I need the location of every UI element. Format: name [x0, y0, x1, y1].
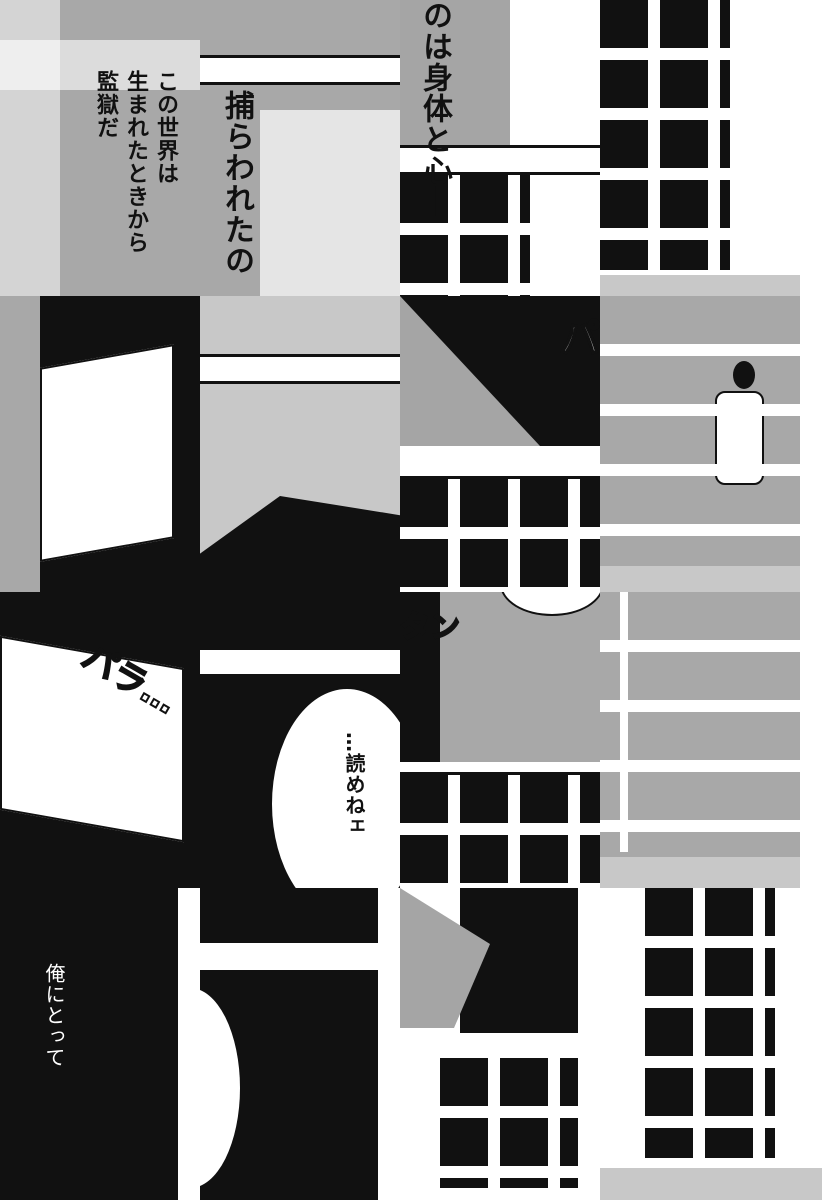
panel-tile-bars [600, 0, 800, 296]
caption-captured: 捕らわれたの [219, 90, 254, 276]
panel-tile-sfx-pa: パ [400, 296, 600, 592]
panel-tile-dark-bubble [200, 888, 378, 1200]
sfx-tan: タン [400, 609, 461, 646]
panel-tile-book-1 [0, 296, 200, 592]
caption-line: 生まれたときから [123, 70, 148, 254]
sfx-pa: パ [559, 315, 600, 363]
panel-tile-caption-world: この世界は 生まれたときから 監獄だ [0, 0, 200, 296]
speech-cant-read: …読めねェ [342, 732, 366, 837]
caption-for-me: 俺にとって [42, 963, 66, 1068]
caption-line: この世界は [153, 70, 178, 185]
panel-tile-for-me: 俺にとって [0, 888, 178, 1200]
caption-line: 監獄だ [93, 70, 118, 139]
panel-tile-cell-door [600, 592, 800, 888]
panel-tile-book-2: パラ… [0, 592, 200, 888]
panel-tile-sfx-tan: タン [400, 592, 600, 888]
panel-tile-face [200, 296, 400, 592]
panel-tile-captured: 捕らわれたの [200, 0, 400, 296]
panel-tile-body-and-heart: のは身体と心― [400, 0, 600, 296]
panel-tile-window [400, 888, 578, 1200]
panel-tile-speech: …読めねェ [200, 592, 400, 888]
panel-tile-bars-2 [600, 888, 822, 1200]
caption-body-heart: のは身体と心― [417, 0, 452, 217]
panel-tile-cell-man [600, 296, 800, 592]
